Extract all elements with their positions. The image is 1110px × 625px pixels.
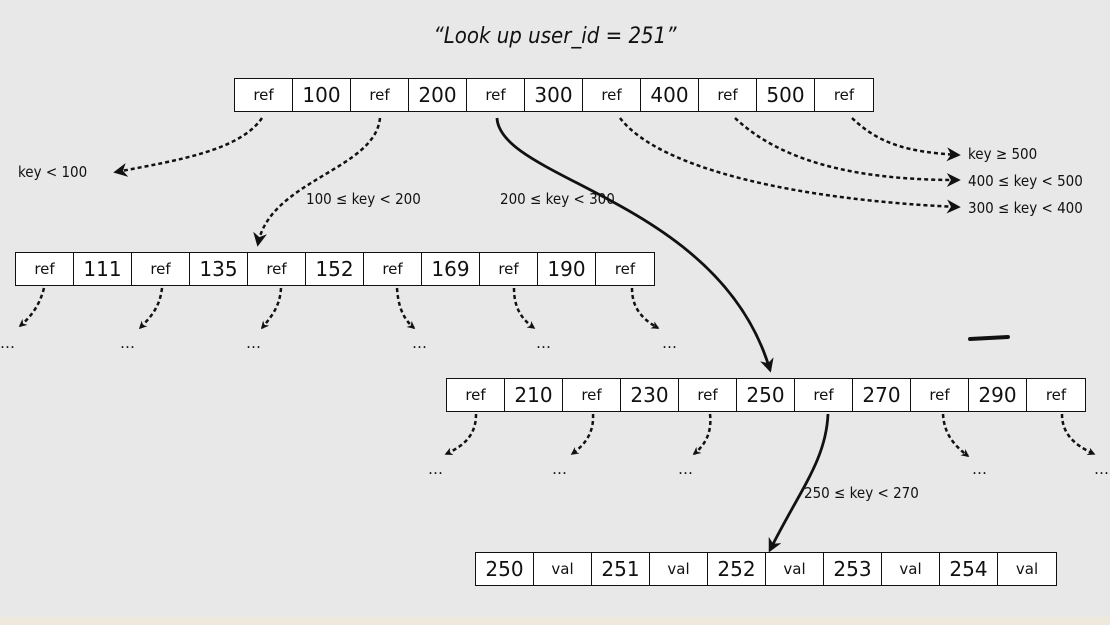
label-400-500: 400 ≤ key < 500	[968, 172, 1083, 190]
key-cell: 169	[422, 253, 480, 285]
val-cell: val	[766, 553, 824, 585]
ellipsis: …	[428, 460, 443, 478]
key-cell: 250	[476, 553, 534, 585]
arrow-left-child-1	[18, 287, 46, 328]
ref-cell: ref	[447, 379, 505, 411]
key-cell: 152	[306, 253, 364, 285]
key-cell: 190	[538, 253, 596, 285]
arrow-mid-child-5	[1060, 413, 1096, 456]
ellipsis: …	[552, 460, 567, 478]
arrow-key-ge-500	[851, 117, 961, 162]
ref-cell: ref	[480, 253, 538, 285]
arrow-mid-child-2	[570, 413, 595, 456]
key-cell: 300	[525, 79, 583, 111]
arrow-left-child-4	[395, 287, 416, 330]
key-cell: 200	[409, 79, 467, 111]
key-cell: 253	[824, 553, 882, 585]
arrow-200-300	[495, 117, 774, 373]
ref-cell: ref	[614, 260, 636, 278]
key-cell: 100	[293, 79, 351, 111]
ref-cell: ref	[132, 253, 190, 285]
ref-cell: ref	[235, 79, 293, 111]
arrow-left-child-3	[260, 287, 283, 330]
key-cell: 254	[940, 553, 998, 585]
key-cell: 270	[853, 379, 911, 411]
arrow-left-child-5	[512, 287, 536, 330]
bottom-band	[0, 617, 1110, 625]
arrow-mid-child-1	[444, 413, 478, 456]
arrow-left-child-2	[138, 287, 164, 330]
ellipsis: …	[120, 334, 135, 352]
ellipsis: …	[1094, 460, 1109, 478]
val-cell: val	[1015, 560, 1039, 578]
ref-cell: ref	[563, 379, 621, 411]
ellipsis: …	[412, 334, 427, 352]
ref-cell: ref	[364, 253, 422, 285]
key-cell: 290	[969, 379, 1027, 411]
arrow-mid-child-4	[941, 413, 970, 457]
ref-cell: ref	[699, 79, 757, 111]
arrow-mid-child-3	[692, 413, 712, 456]
label-key-ge-500: key ≥ 500	[968, 145, 1038, 163]
ref-cell: ref	[248, 253, 306, 285]
ellipsis: …	[662, 334, 677, 352]
ellipsis: …	[246, 334, 261, 352]
arrow-100-200	[253, 117, 382, 247]
ref-cell: ref	[351, 79, 409, 111]
label-200-300: 200 ≤ key < 300	[500, 190, 615, 208]
ref-cell: ref	[16, 253, 74, 285]
ref-cell: ref	[911, 379, 969, 411]
ref-cell: ref	[795, 379, 853, 411]
label-300-400: 300 ≤ key < 400	[968, 199, 1083, 217]
key-cell: 111	[74, 253, 132, 285]
key-cell: 250	[737, 379, 795, 411]
key-cell: 252	[708, 553, 766, 585]
label-100-200: 100 ≤ key < 200	[306, 190, 421, 208]
ref-cell: ref	[1045, 386, 1067, 404]
key-cell: 210	[505, 379, 563, 411]
ref-cell: ref	[833, 86, 855, 104]
page-title: “Look up user_id = 251”	[433, 24, 677, 49]
label-key-lt-100: key < 100	[18, 163, 88, 181]
label-250-270: 250 ≤ key < 270	[804, 484, 919, 502]
arrow-250-270	[768, 413, 830, 553]
val-cell: val	[534, 553, 592, 585]
arrow-300-400	[619, 117, 961, 214]
ref-cell: ref	[583, 79, 641, 111]
ref-cell: ref	[467, 79, 525, 111]
key-cell: 500	[757, 79, 815, 111]
ellipsis: …	[0, 334, 15, 352]
arrow-key-lt-100	[113, 117, 264, 177]
val-cell: val	[882, 553, 940, 585]
ref-cell: ref	[679, 379, 737, 411]
key-cell: 400	[641, 79, 699, 111]
ellipsis: …	[972, 460, 987, 478]
arrow-left-child-6	[630, 287, 660, 330]
key-cell: 230	[621, 379, 679, 411]
ellipsis: …	[536, 334, 551, 352]
arrow-400-500	[734, 117, 961, 187]
ellipsis: …	[678, 460, 693, 478]
val-cell: val	[650, 553, 708, 585]
key-cell: 251	[592, 553, 650, 585]
key-cell: 135	[190, 253, 248, 285]
